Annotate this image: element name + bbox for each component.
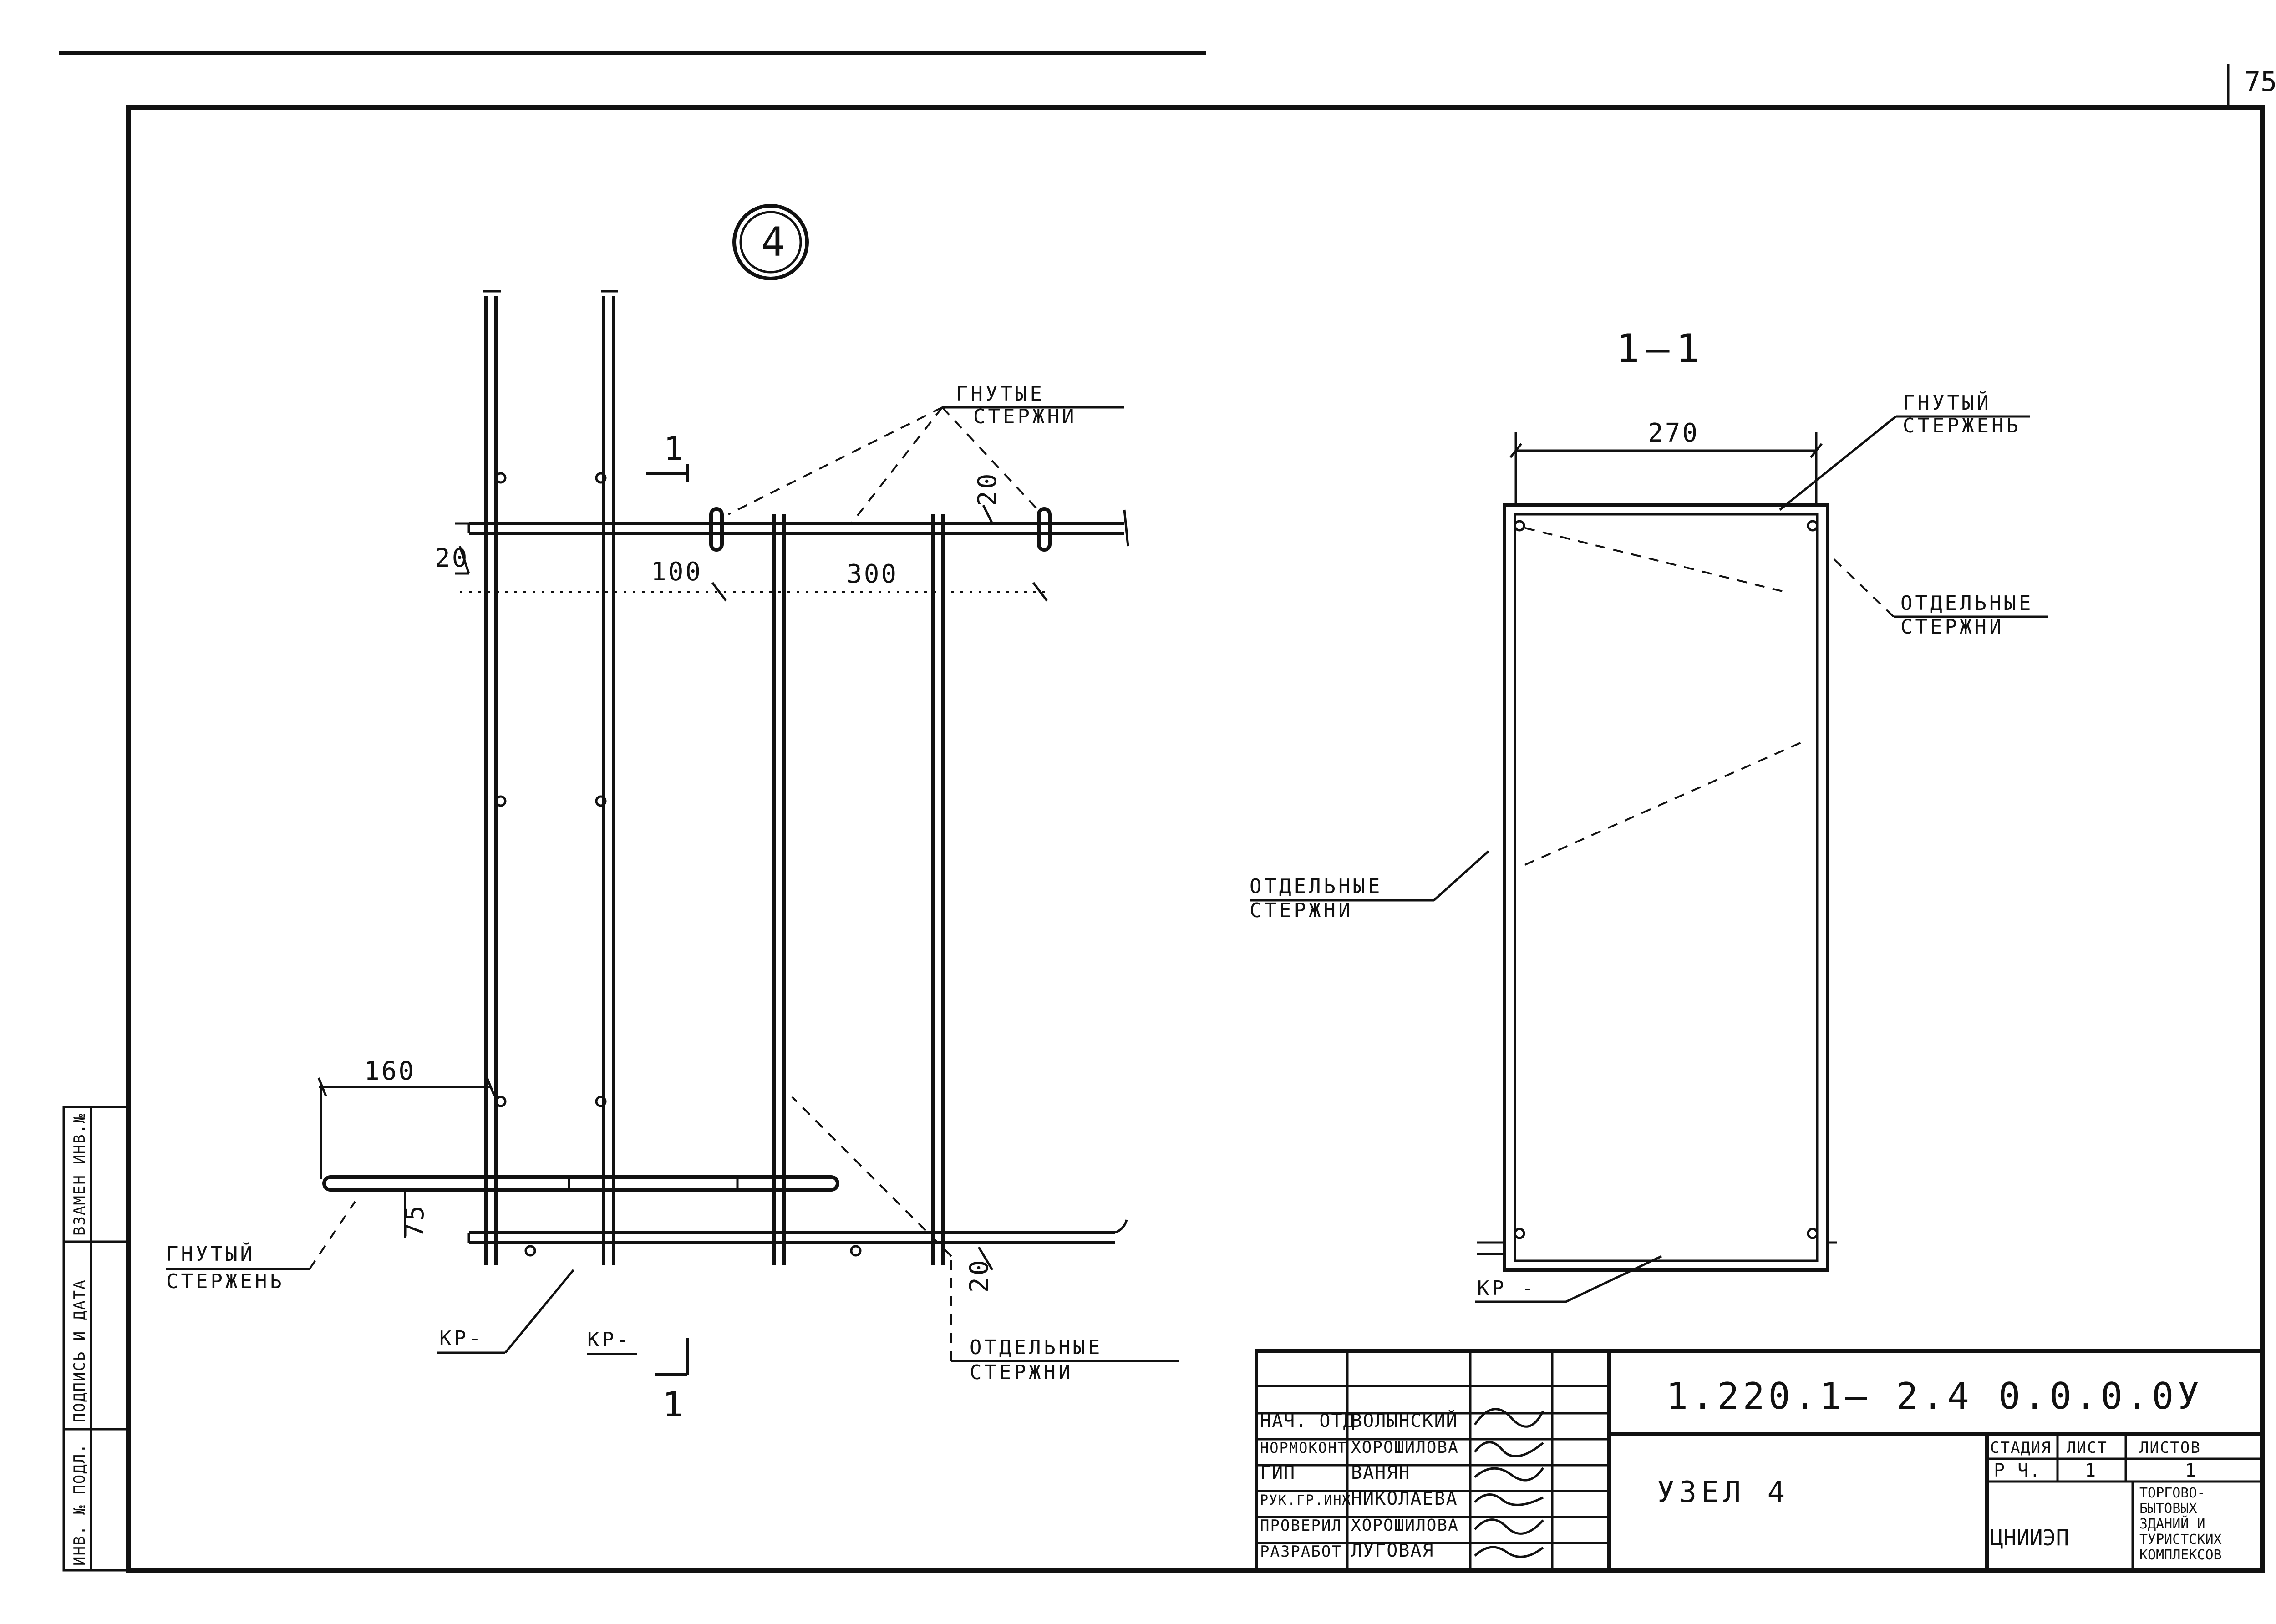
svg-text:ГНУТЫЙ: ГНУТЫЙ [166, 1242, 255, 1266]
svg-text:ХОРОШИЛОВА: ХОРОШИЛОВА [1351, 1438, 1459, 1457]
svg-text:20: 20 [965, 1259, 994, 1293]
svg-text:БЫТОВЫХ: БЫТОВЫХ [2139, 1501, 2197, 1517]
svg-text:ПРОВЕРИЛ: ПРОВЕРИЛ [1260, 1517, 1342, 1535]
side-stamp-sign: ПОДПИСЬ И ДАТА [71, 1279, 89, 1422]
svg-text:75: 75 [400, 1204, 430, 1238]
signature-row: НОРМОКОНТ ХОРОШИЛОВА [1260, 1438, 1544, 1457]
leader-separate-rods-bottom: ОТДЕЛЬНЫЕ СТЕРЖНИ [791, 1096, 1179, 1384]
leader-section-separate-rods-left: ОТДЕЛЬНЫЕ СТЕРЖНИ [1250, 741, 1803, 922]
svg-text:ЛИСТ: ЛИСТ [2067, 1439, 2108, 1457]
svg-text:КР-: КР- [587, 1328, 631, 1351]
leader-bent-rod-left: ГНУТЫЙ СТЕРЖЕНЬ [166, 1201, 356, 1293]
dim-20-top: 20 [973, 472, 1002, 524]
label-kr-2: КР- [587, 1328, 637, 1355]
side-stamp: ИНВ. № ПОДЛ. ПОДПИСЬ И ДАТА ВЗАМЕН ИНВ.№ [62, 1106, 130, 1572]
side-stamp-inv: ИНВ. № ПОДЛ. [71, 1443, 89, 1566]
svg-text:ГНУТЫЙ: ГНУТЫЙ [1903, 391, 1992, 415]
signature-row: РУК.ГР.ИНЖ НИКОЛАЕВА [1260, 1488, 1544, 1509]
bottom-horizontal-rod [467, 1219, 1128, 1244]
section-view: 1—1 270 ГНУТЫЙ СТЕРЖЕНЬ [1250, 326, 2048, 1303]
svg-text:ТОРГОВО-: ТОРГОВО- [2139, 1485, 2205, 1501]
svg-text:НОРМОКОНТ: НОРМОКОНТ [1260, 1439, 1347, 1457]
bent-rod-stub-1 [709, 507, 724, 552]
svg-text:ГНУТЫЕ: ГНУТЫЕ [956, 382, 1045, 406]
section-marker-top: 1 [646, 430, 689, 482]
signature-row: РАЗРАБОТ ЛУГОВАЯ [1260, 1540, 1544, 1561]
section-marker-bottom: 1 [655, 1338, 689, 1425]
section-title: 1—1 [1616, 326, 1706, 371]
svg-text:СТЕРЖНИ: СТЕРЖНИ [970, 1361, 1073, 1384]
leader-bent-rods: ГНУТЫЕ СТЕРЖНИ [728, 382, 1124, 524]
dim-20-bottom: 20 [965, 1246, 994, 1293]
svg-text:Р Ч.: Р Ч. [1994, 1460, 2041, 1481]
svg-text:20: 20 [435, 543, 469, 573]
svg-text:1: 1 [662, 1384, 683, 1425]
svg-text:СТЕРЖНИ: СТЕРЖНИ [1250, 899, 1353, 922]
dim-270: 270 [1509, 418, 1823, 505]
svg-text:ЛУГОВАЯ: ЛУГОВАЯ [1351, 1540, 1434, 1561]
leader-kr-1: КР- [437, 1269, 574, 1354]
svg-text:270: 270 [1648, 418, 1699, 448]
doc-code: 1.220.1— 2.4 0.0.0.0У [1666, 1375, 2203, 1417]
svg-text:160: 160 [364, 1056, 416, 1086]
vertical-rods [483, 290, 945, 1265]
svg-text:100: 100 [651, 557, 702, 587]
svg-text:1: 1 [664, 430, 683, 467]
svg-text:20: 20 [973, 472, 1002, 506]
leader-section-kr: КР - [1475, 1255, 1662, 1303]
svg-text:ВАНЯН: ВАНЯН [1351, 1462, 1410, 1483]
svg-text:КОМПЛЕКСОВ: КОМПЛЕКСОВ [2139, 1547, 2222, 1563]
title-block: НАЧ. ОТД ВОЛЫНСКИЙ НОРМОКОНТ ХОРОШИЛОВА … [1255, 1349, 2264, 1572]
signature-row: НАЧ. ОТД ВОЛЫНСКИЙ [1260, 1408, 1544, 1431]
svg-text:РУК.ГР.ИНЖ: РУК.ГР.ИНЖ [1260, 1492, 1351, 1508]
svg-text:СТЕРЖЕНЬ: СТЕРЖЕНЬ [1903, 414, 2021, 437]
svg-text:ГИП: ГИП [1260, 1462, 1295, 1483]
drawing-title: УЗЕЛ 4 [1657, 1476, 1789, 1509]
sheet-frame [126, 105, 2265, 1573]
side-stamp-replace: ВЗАМЕН ИНВ.№ [71, 1113, 89, 1236]
svg-text:ОТДЕЛЬНЫЕ: ОТДЕЛЬНЫЕ [970, 1336, 1102, 1359]
svg-text:ЛИСТОВ: ЛИСТОВ [2139, 1439, 2201, 1457]
dim-20-left: 20 [435, 522, 470, 575]
svg-text:ЗДАНИЙ И: ЗДАНИЙ И [2139, 1516, 2205, 1532]
signature-row: ГИП ВАНЯН [1260, 1462, 1544, 1483]
svg-text:СТЕРЖНИ: СТЕРЖНИ [1900, 615, 2004, 639]
signature-row: ПРОВЕРИЛ ХОРОШИЛОВА [1260, 1516, 1544, 1535]
leader-section-separate-rods-right: ОТДЕЛЬНЫЕ СТЕРЖНИ [1524, 527, 2048, 639]
bent-rod-stub-2 [1037, 507, 1052, 552]
svg-text:300: 300 [847, 559, 898, 589]
node-number-badge: 4 [732, 204, 809, 280]
dim-75: 75 [400, 1190, 430, 1238]
svg-text:НАЧ. ОТД: НАЧ. ОТД [1260, 1411, 1355, 1431]
top-horizontal-rod [467, 509, 1129, 547]
svg-text:СТЕРЖНИ: СТЕРЖНИ [973, 405, 1077, 428]
svg-text:ХОРОШИЛОВА: ХОРОШИЛОВА [1351, 1516, 1459, 1535]
page-number: 75 [2244, 66, 2276, 98]
bottom-bent-rod [322, 1175, 839, 1192]
svg-text:РАЗРАБОТ: РАЗРАБОТ [1260, 1543, 1342, 1561]
org-name: ЦНИИЭП [1990, 1525, 2069, 1551]
rod-section-circles [495, 472, 862, 1257]
svg-text:КР -: КР - [1477, 1277, 1536, 1300]
svg-text:ОТДЕЛЬНЫЕ: ОТДЕЛЬНЫЕ [1250, 875, 1382, 898]
svg-text:КР-: КР- [439, 1327, 483, 1350]
elevation-view: 20 20 100 300 1 160 [166, 290, 1179, 1425]
dim-160: 160 [317, 1056, 496, 1179]
svg-text:НИКОЛАЕВА: НИКОЛАЕВА [1351, 1488, 1458, 1509]
svg-text:СТАДИЯ: СТАДИЯ [1990, 1439, 2052, 1457]
svg-text:ОТДЕЛЬНЫЕ: ОТДЕЛЬНЫЕ [1900, 592, 2033, 615]
svg-text:4: 4 [761, 218, 785, 265]
section-frame [1477, 503, 1837, 1272]
svg-text:1: 1 [2085, 1460, 2097, 1481]
svg-text:ТУРИСТСКИХ: ТУРИСТСКИХ [2139, 1532, 2222, 1548]
svg-text:1: 1 [2185, 1460, 2197, 1481]
svg-text:СТЕРЖЕНЬ: СТЕРЖЕНЬ [166, 1270, 284, 1293]
svg-text:ВОЛЫНСКИЙ: ВОЛЫНСКИЙ [1351, 1410, 1458, 1431]
dim-100-300: 100 300 [460, 557, 1048, 602]
leader-section-bent-rod: ГНУТЫЙ СТЕРЖЕНЬ [1779, 391, 2030, 511]
